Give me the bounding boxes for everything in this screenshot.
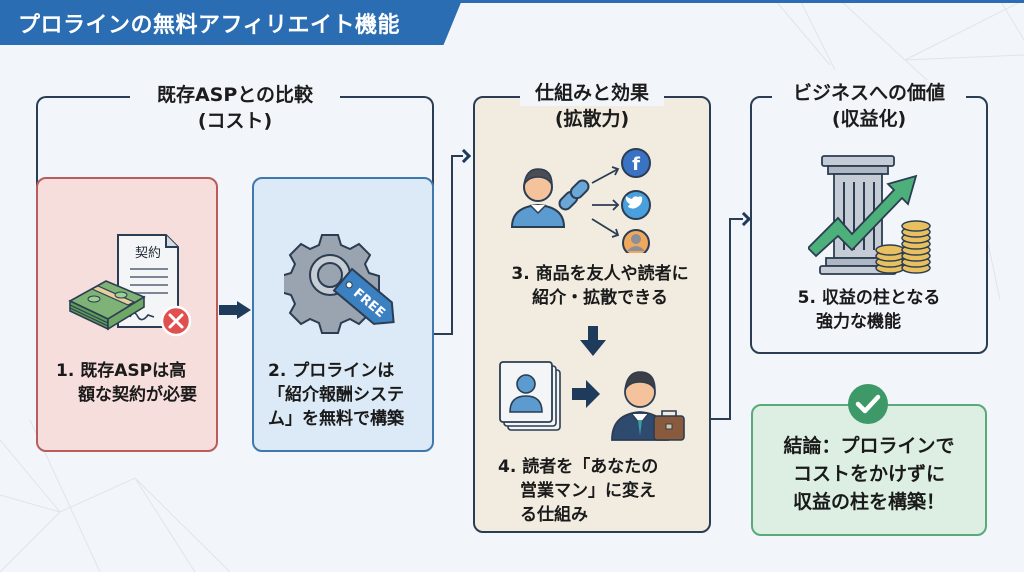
card-proline-free-text: 2. プロラインは 「紹介報酬システ ム」を無料で構築 [268,359,434,431]
section-cost-heading-line2: (コスト) [197,110,273,132]
error-x-icon [160,305,192,337]
gear-free-illustration: FREE [284,234,395,334]
connector-3-to-5-top [729,218,743,220]
contract-label: 契約 [135,246,161,261]
share-arrows [591,166,620,238]
conclusion-line1: 結論：プロラインで [783,435,955,457]
user-icon [510,168,566,228]
card-proline-free-line2: 「紹介報酬システ [268,385,404,405]
step-5-text: 5. 収益の柱となる 強力な機能 [760,286,978,334]
step-3-line1: 3. 商品を友人や読者に [511,264,689,284]
check-icon [848,384,888,424]
conclusion-text: 結論：プロラインで コストをかけずに 収益の柱を構築！ [755,432,983,516]
connector-3-to-5-bottom [711,418,730,420]
flow-arrow-1-to-2-icon [237,301,251,319]
card-proline-free-line1: 2. プロラインは [268,361,395,381]
connector-3-to-5-arrowhead [736,211,752,227]
coins-icon [875,220,931,274]
top-strip [0,0,1024,3]
growth-arrow-icon [808,174,918,258]
contract-illustration: 契約 [68,234,192,337]
step-3-line2: 紹介・拡散できる [532,288,668,308]
sharing-illustration: f [510,148,651,253]
twitter-icon [621,190,651,220]
flow-arrow-1-to-2-shaft [219,305,239,315]
salesperson-illustration [499,361,685,441]
revenue-illustration [808,155,931,275]
step-5-line2: 強力な機能 [816,312,901,332]
link-icon [558,179,590,211]
money-stack-icon [68,280,146,331]
section-mechanism-heading: 仕組みと効果 (拡散力) [520,80,664,132]
section-mechanism-heading-line1: 仕組みと効果 [520,80,664,106]
section-value-heading-line2: (収益化) [831,108,907,130]
card-existing-asp-line2: 額な契約が必要 [78,385,197,405]
section-mechanism-heading-line2: (拡散力) [554,108,630,130]
connector-2-to-3-top [451,155,463,157]
briefcase-icon [653,410,685,441]
down-arrow-icon [580,326,606,356]
step-4-line1: 4. 読者を「あなたの [498,457,659,477]
connector-2-to-3-bottom [434,333,453,335]
step-3-text: 3. 商品を友人や読者に 紹介・拡散できる [495,262,705,310]
facebook-icon: f [621,148,651,178]
contact-cards-icon [499,361,561,431]
conclusion-line3: 収益の柱を構築！ [792,491,945,513]
step-4-line3: る仕組み [520,505,588,525]
svg-text:f: f [632,154,640,175]
card-existing-asp-line1: 1. 既存ASPは高 [56,361,187,381]
section-value-heading-line1: ビジネスへの価値 [772,80,966,106]
connector-3-to-5-vertical [729,218,731,420]
step-4-text: 4. 読者を「あなたの 営業マン」に変え る仕組み [498,455,708,527]
card-existing-asp-text: 1. 既存ASPは高 額な契約が必要 [56,359,216,407]
conclusion-box [751,404,987,536]
step-5-line1: 5. 収益の柱となる [797,288,941,308]
card-proline-free: FREE 2. プロラインは 「紹介報酬システ ム」を無料で構築 [252,177,434,452]
card-existing-asp: 契約 1. 既存ASPは高 額な契約が必要 [36,177,218,452]
page-title: プロラインの無料アフィリエイト機能 [0,0,462,45]
section-cost-heading: 既存ASPとの比較 (コスト) [130,82,340,134]
conclusion-line2: コストをかけずに [792,463,945,485]
connector-2-to-3-arrowhead [456,148,472,164]
section-value-heading: ビジネスへの価値 (収益化) [772,80,966,132]
section-cost-heading-line1: 既存ASPとの比較 [156,84,314,106]
right-arrow-icon [572,380,600,408]
section-mechanism-panel [473,96,711,533]
step-4-line2: 営業マン」に変え [520,481,656,501]
connector-2-to-3-vertical [451,155,453,335]
profile-icon [622,229,650,253]
card-proline-free-line3: ム」を無料で構築 [268,409,404,429]
